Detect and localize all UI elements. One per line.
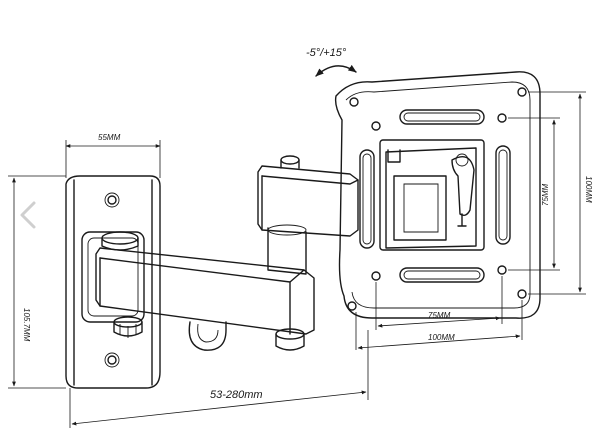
vesa-v-inner-label: 75MM bbox=[541, 183, 550, 206]
tilt-angle-label: -5°/+15° bbox=[306, 47, 347, 59]
wall-plate bbox=[65, 175, 161, 389]
upper-arm bbox=[257, 155, 359, 237]
extension-range-label: 53-280mm bbox=[210, 389, 263, 401]
vesa-plate bbox=[334, 71, 541, 319]
chevron-left-icon bbox=[20, 201, 36, 229]
wall-plate-width-label: 55MM bbox=[98, 133, 121, 142]
dimension-vesa-v-inner: 75MM bbox=[508, 117, 560, 271]
dimension-wall-plate-width: 55MM bbox=[65, 133, 161, 178]
dimension-vesa-v-outer: 100MM bbox=[528, 91, 593, 295]
dimension-vesa-h-outer: 100MM bbox=[355, 300, 523, 350]
tilt-indicator: -5°/+15° bbox=[306, 47, 357, 77]
vesa-h-inner-label: 75MM bbox=[428, 311, 451, 320]
dimension-extension: 53-280mm bbox=[69, 330, 369, 428]
dimension-wall-plate-height: 105.7MM bbox=[8, 175, 66, 389]
vesa-v-outer-label: 100MM bbox=[584, 176, 593, 203]
dimension-vesa-h-inner: 75MM bbox=[375, 276, 503, 330]
vesa-h-outer-label: 100MM bbox=[428, 333, 455, 342]
previous-image-button[interactable] bbox=[16, 200, 40, 230]
lower-arm bbox=[95, 247, 315, 351]
wall-plate-height-label: 105.7MM bbox=[22, 308, 31, 342]
